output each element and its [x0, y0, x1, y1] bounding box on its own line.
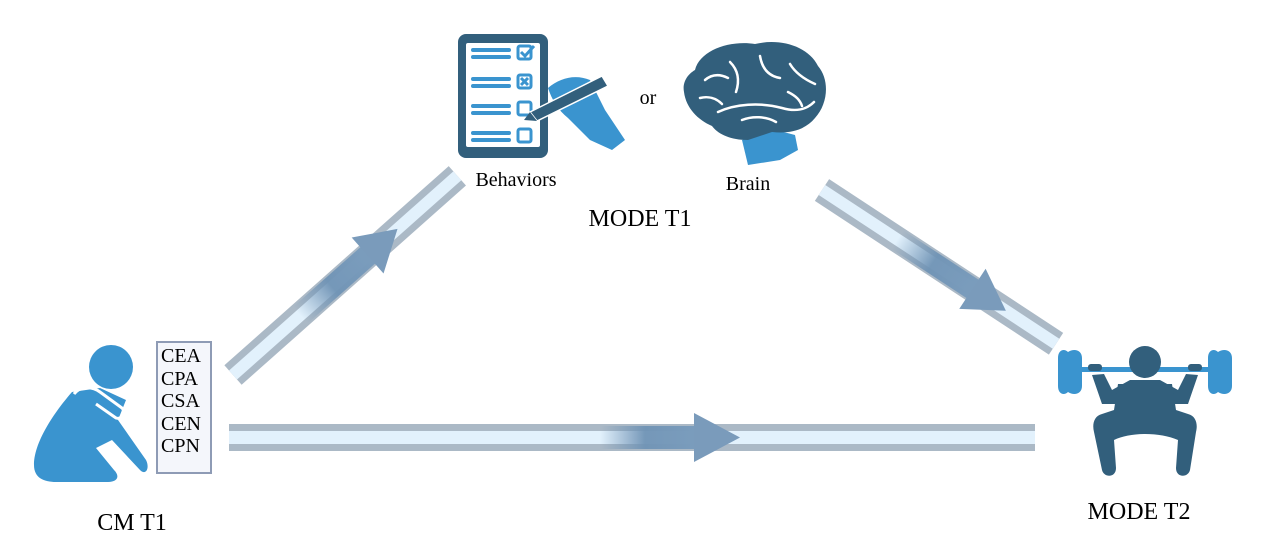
edge-cm-to-mode-t2	[229, 413, 1035, 462]
edge-mode-t1-to-mode-t2	[814, 179, 1064, 355]
checklist-hand-icon	[458, 34, 625, 158]
or-connector-label: or	[640, 87, 657, 109]
mode-t2-label: MODE T2	[1088, 499, 1191, 525]
edge-cm-to-mode-t1	[224, 166, 466, 385]
subtype-cen: CEN	[161, 412, 201, 435]
brain-icon	[683, 42, 826, 165]
mode-t1-label: MODE T1	[589, 206, 692, 232]
arrow-head-b	[891, 230, 1006, 311]
subtype-cpa: CPA	[161, 367, 199, 390]
brain-label: Brain	[726, 173, 770, 195]
subtype-csa: CSA	[161, 390, 200, 412]
distressed-child-icon	[34, 345, 148, 482]
subtype-cpn: CPN	[161, 435, 200, 457]
behaviors-label: Behaviors	[475, 169, 556, 191]
arrow-head-c	[600, 413, 740, 462]
arrow-head-a	[292, 228, 398, 324]
subtype-cea: CEA	[161, 345, 201, 367]
cm-t1-label: CM T1	[97, 510, 167, 536]
maltreatment-subtypes-box: CEA CPA CSA CEN CPN	[156, 341, 212, 474]
weightlifter-icon	[1058, 346, 1232, 476]
